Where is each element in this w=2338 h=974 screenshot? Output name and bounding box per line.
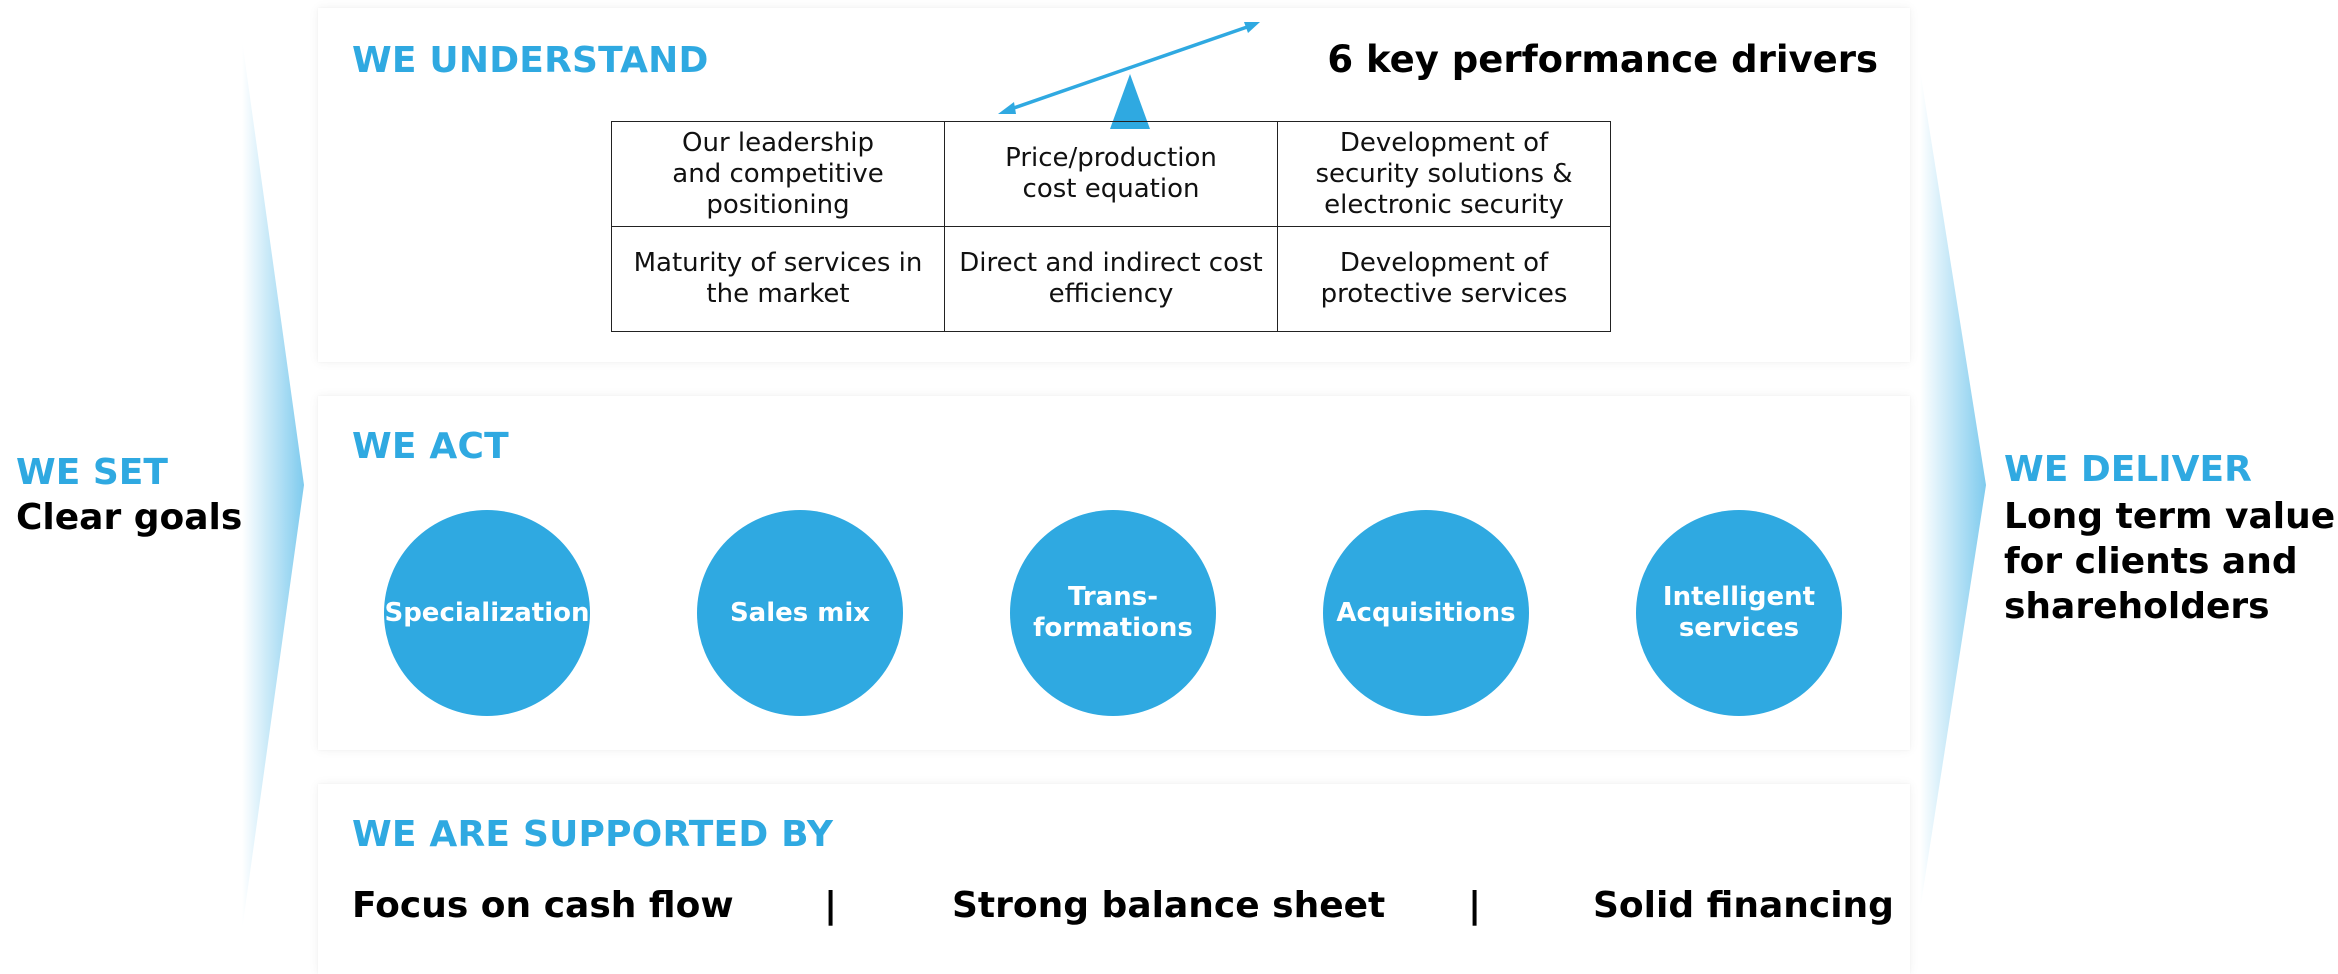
driver-cell: Maturity of services in the market xyxy=(611,226,945,332)
act-title: WE ACT xyxy=(352,426,509,467)
drivers-row: Our leadership and competitive positioni… xyxy=(611,121,1611,227)
circle-specialization: Specialization xyxy=(384,510,590,716)
we-set-heading: WE SET xyxy=(16,452,168,493)
act-panel: WE ACT Specialization Sales mix Trans- f… xyxy=(318,396,1910,750)
long-term-value-label: Long term value for clients and sharehol… xyxy=(2004,496,2336,627)
driver-cell: Direct and indirect cost efficiency xyxy=(944,226,1278,332)
seesaw-icon xyxy=(998,22,1260,129)
understand-title: WE UNDERSTAND xyxy=(352,40,709,81)
drivers-row: Maturity of services in the market Direc… xyxy=(611,226,1611,332)
driver-cell: Development of protective services xyxy=(1277,226,1611,332)
support-balance-sheet: Strong balance sheet xyxy=(952,885,1386,926)
circle-transformations: Trans- formations xyxy=(1010,510,1216,716)
driver-cell: Price/production cost equation xyxy=(944,121,1278,227)
support-separator: | xyxy=(824,885,838,926)
circle-intelligent-services: Intelligent services xyxy=(1636,510,1842,716)
supported-title: WE ARE SUPPORTED BY xyxy=(352,814,834,855)
circle-sales-mix: Sales mix xyxy=(697,510,903,716)
we-deliver-heading: WE DELIVER xyxy=(2004,449,2252,490)
left-wedge-arrow xyxy=(242,40,304,930)
clear-goals-label: Clear goals xyxy=(16,497,243,538)
understand-panel: WE UNDERSTAND 6 key performance drivers … xyxy=(318,8,1910,362)
right-wedge-arrow xyxy=(1920,70,1986,910)
driver-cell: Our leadership and competitive positioni… xyxy=(611,121,945,227)
drivers-table: Our leadership and competitive positioni… xyxy=(611,121,1611,332)
support-separator: | xyxy=(1468,885,1482,926)
support-solid-financing: Solid financing xyxy=(1593,885,1894,926)
drivers-title: 6 key performance drivers xyxy=(1327,38,1878,81)
driver-cell: Development of security solutions & elec… xyxy=(1277,121,1611,227)
supported-panel: WE ARE SUPPORTED BY Focus on cash flow |… xyxy=(318,784,1910,974)
circle-acquisitions: Acquisitions xyxy=(1323,510,1529,716)
support-cash-flow: Focus on cash flow xyxy=(352,885,734,926)
